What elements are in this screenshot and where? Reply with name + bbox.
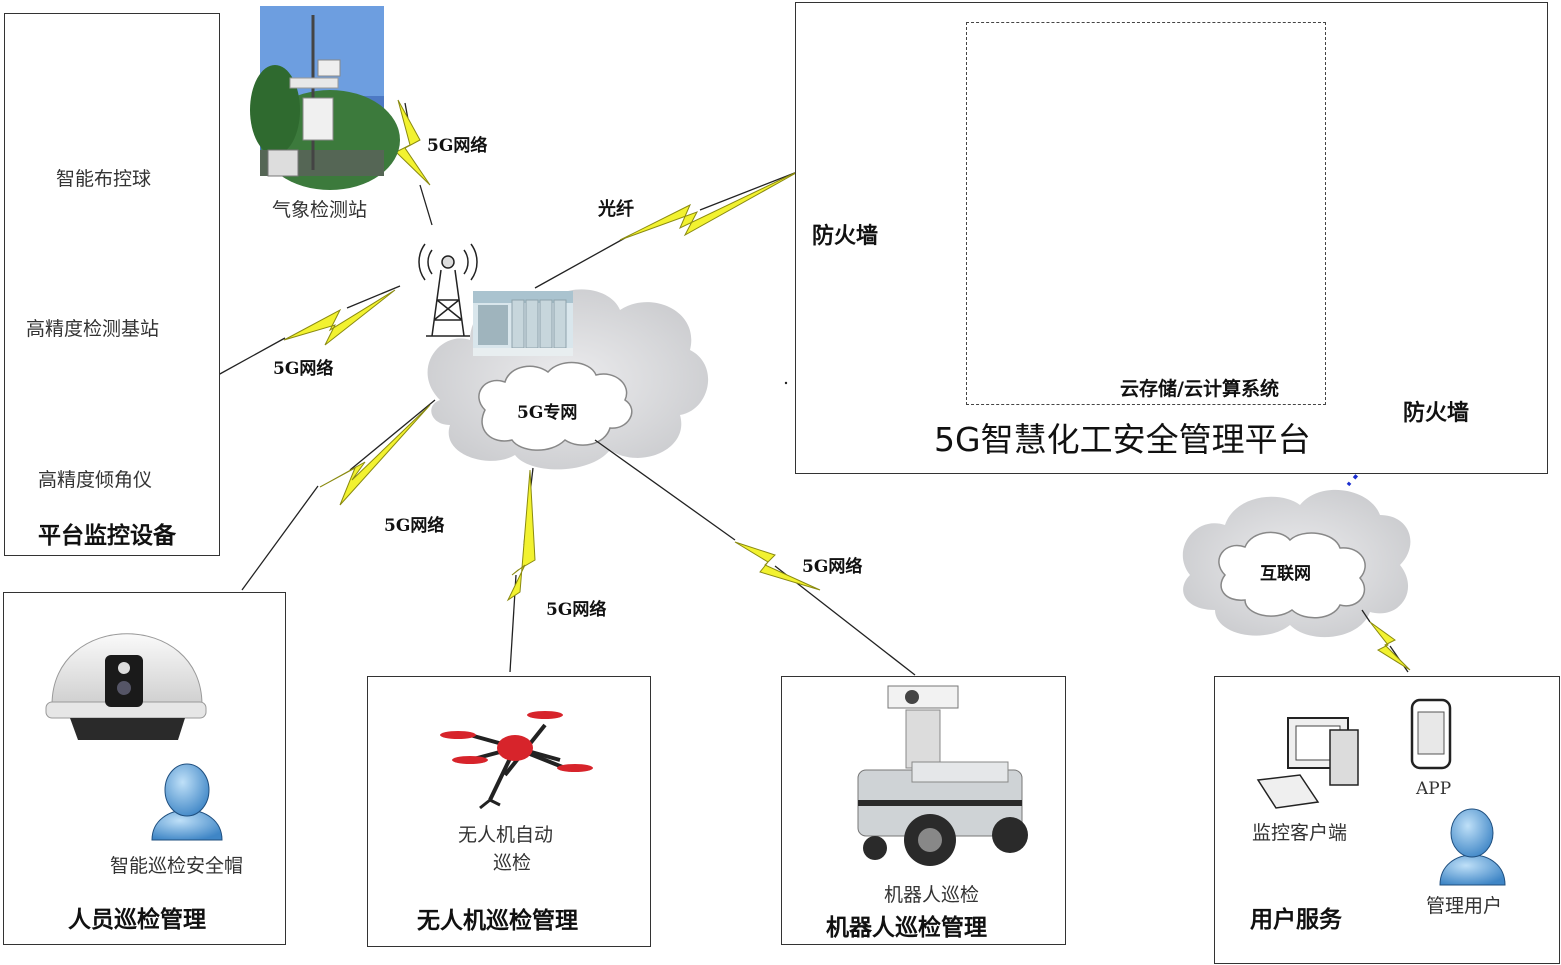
network-label-left: 5G网络 bbox=[273, 359, 334, 379]
internet-cloud bbox=[1182, 489, 1411, 638]
inclinometer-label: 高精度倾角仪 bbox=[38, 469, 153, 491]
network-label-bottom-right: 5G网络 bbox=[802, 557, 863, 577]
firewall-left-label: 防火墙 bbox=[812, 223, 879, 249]
drone-box bbox=[367, 676, 651, 947]
cloud-system-boundary bbox=[966, 22, 1326, 405]
internet-label: 互联网 bbox=[1260, 564, 1311, 584]
person-icon-admin bbox=[1439, 808, 1506, 886]
drone-label-line2: 巡检 bbox=[493, 852, 532, 874]
user-service-box bbox=[1214, 676, 1560, 964]
firewall-right-label: 防火墙 bbox=[1403, 400, 1470, 426]
gnss-station-label: 高精度检测基站 bbox=[26, 318, 160, 340]
admin-user-label: 管理用户 bbox=[1426, 895, 1503, 917]
network-label-bottom-left: 5G网络 bbox=[384, 516, 445, 536]
platform-title: 5G智慧化工安全管理平台 bbox=[934, 420, 1311, 459]
smart-camera-label: 智能布控球 bbox=[56, 168, 152, 190]
data-center-image bbox=[473, 291, 573, 356]
platform-box bbox=[795, 2, 1548, 474]
monitor-client-icon bbox=[1256, 717, 1359, 809]
drone-label-line1: 无人机自动 bbox=[458, 824, 554, 846]
network-label-top: 5G网络 bbox=[427, 136, 488, 156]
weather-station-image bbox=[250, 6, 400, 190]
drone-icon bbox=[440, 711, 593, 810]
cloud-system-label: 云存储/云计算系统 bbox=[1120, 378, 1279, 400]
lightning-bolts bbox=[283, 99, 1411, 671]
robot-box bbox=[781, 676, 1066, 945]
user-service-title: 用户服务 bbox=[1250, 906, 1342, 933]
platform-monitoring-panel bbox=[4, 13, 220, 556]
weather-station-label: 气象检测站 bbox=[272, 199, 368, 221]
robot-label: 机器人巡检 bbox=[884, 884, 980, 906]
private-5g-label: 5G专网 bbox=[517, 403, 578, 423]
drone-title: 无人机巡检管理 bbox=[417, 907, 578, 934]
network-label-bottom-mid: 5G网络 bbox=[546, 600, 607, 620]
left-panel-title: 平台监控设备 bbox=[38, 522, 176, 549]
personnel-box bbox=[3, 592, 286, 945]
robot-title: 机器人巡检管理 bbox=[826, 914, 987, 941]
inspection-robot-icon bbox=[857, 685, 1028, 866]
smart-helmet-icon bbox=[45, 633, 207, 740]
person-icon-inspector bbox=[151, 763, 223, 841]
smart-helmet-label: 智能巡检安全帽 bbox=[110, 855, 244, 877]
personnel-title: 人员巡检管理 bbox=[68, 906, 206, 933]
mobile-app-icon bbox=[1410, 698, 1452, 770]
fiber-label: 光纤 bbox=[598, 199, 634, 220]
monitor-client-label: 监控客户端 bbox=[1252, 822, 1348, 844]
app-label: APP bbox=[1416, 779, 1452, 799]
radio-tower-icon bbox=[418, 243, 478, 337]
